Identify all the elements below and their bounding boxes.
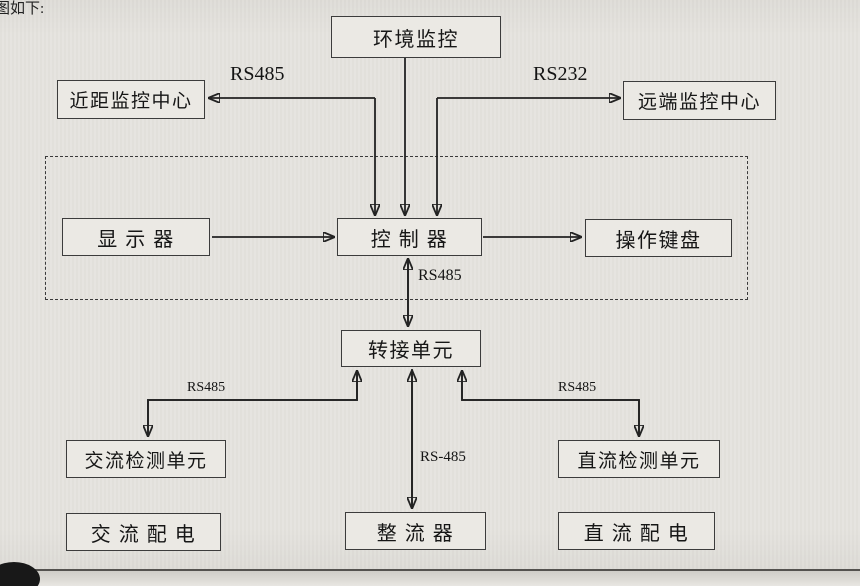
node-dc-power-distribution: 直 流 配 电: [558, 512, 715, 550]
arrow-transfer-to-dc-detect: [461, 371, 639, 436]
node-label: 交流检测单元: [84, 450, 208, 472]
node-dc-detection-unit: 直流检测单元: [558, 440, 720, 478]
node-display: 显 示 器: [62, 218, 210, 256]
node-label: 直 流 配 电: [583, 522, 690, 545]
dashed-group-frame: [45, 156, 748, 300]
edge-label-rs485-mid: RS485: [418, 267, 462, 284]
page-fragment-text: 图如下:: [0, 1, 45, 17]
node-near-monitoring-center: 近距监控中心: [57, 80, 205, 119]
node-ac-detection-unit: 交流检测单元: [66, 440, 226, 478]
arrow-dc-detect-to-transfer: [462, 371, 640, 436]
node-remote-monitoring-center: 远端监控中心: [623, 81, 776, 120]
node-rectifier: 整 流 器: [345, 512, 486, 550]
arrow-transfer-to-ac-detect: [148, 371, 358, 436]
node-label: 控 制 器: [370, 228, 449, 251]
node-label: 环境监控: [373, 28, 459, 51]
node-label: 交 流 配 电: [90, 523, 197, 546]
node-label: 近距监控中心: [69, 91, 193, 112]
node-label: 显 示 器: [97, 228, 175, 251]
node-label: 转接单元: [368, 340, 454, 362]
node-transfer-unit: 转接单元: [341, 330, 481, 367]
node-label: 远端监控中心: [637, 92, 761, 113]
scan-edge-line: [0, 569, 860, 571]
node-label: 操作键盘: [615, 229, 702, 252]
edge-label-rs485-center: RS-485: [420, 449, 466, 465]
scan-bottom-strip: [0, 571, 860, 586]
arrow-ac-detect-to-transfer: [147, 371, 357, 436]
node-controller: 控 制 器: [337, 218, 482, 256]
edge-label-rs485-right: RS485: [558, 380, 597, 395]
edge-label-rs485-top: RS485: [230, 63, 285, 85]
node-label: 整 流 器: [376, 522, 455, 545]
node-environment-monitoring: 环境监控: [331, 16, 501, 58]
node-operation-keyboard: 操作键盘: [585, 219, 732, 257]
edge-label-rs232-top: RS232: [533, 63, 588, 85]
edge-label-rs485-left: RS485: [187, 380, 226, 395]
node-label: 直流检测单元: [577, 450, 701, 472]
node-ac-power-distribution: 交 流 配 电: [66, 513, 221, 551]
